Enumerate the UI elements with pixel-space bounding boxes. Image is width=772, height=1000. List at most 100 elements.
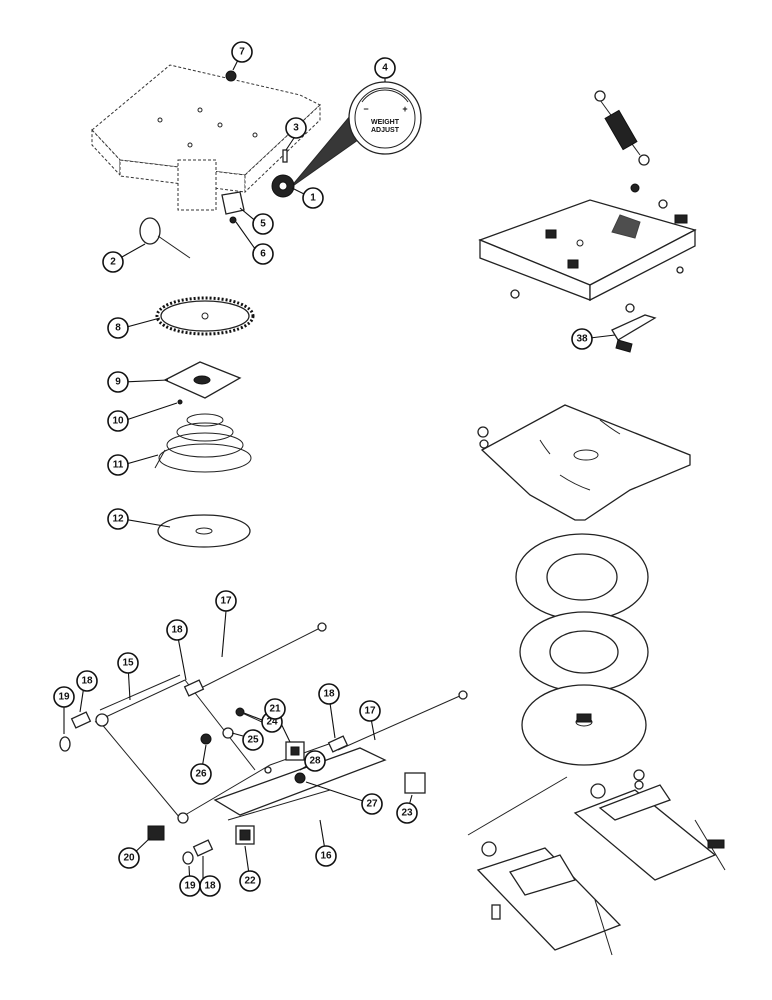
svg-text:11: 11 (113, 460, 124, 471)
callout-17-lower: 17 (359, 700, 381, 722)
adjust-knob-part-1 (271, 174, 295, 198)
svg-text:19: 19 (58, 692, 70, 703)
bushing-part-18-a (183, 679, 205, 697)
callout-1: 1 (302, 187, 324, 209)
block-part-21 (285, 741, 305, 761)
washer-part-19-b (182, 851, 194, 865)
callout-15: 15 (117, 652, 139, 674)
scissor-frame-part-15 (94, 674, 341, 824)
callout-21: 21 (264, 698, 286, 720)
small-part-28 (264, 766, 272, 774)
svg-text:2: 2 (110, 257, 116, 268)
svg-text:28: 28 (309, 756, 321, 767)
callout-6: 6 (252, 243, 274, 265)
callout-18-c: 18 (318, 683, 340, 705)
nut-part-7 (225, 70, 237, 82)
svg-text:21: 21 (269, 704, 281, 715)
bushing-part-18-b (70, 711, 92, 729)
slide-rail-upper (573, 769, 726, 881)
swivel-plate (477, 404, 691, 521)
block-part-20 (147, 825, 165, 841)
bushing-part-18-c (327, 735, 349, 753)
bracket-part-5 (221, 191, 245, 215)
base-disc (521, 684, 647, 766)
callout-4: 4 (374, 57, 396, 79)
callout-18-d: 18 (199, 875, 221, 897)
callout-2: 2 (102, 251, 124, 273)
svg-text:25: 25 (247, 735, 259, 746)
sprocket-part-8 (155, 296, 255, 336)
screw-part-6 (229, 216, 237, 224)
svg-text:16: 16 (320, 851, 332, 862)
callout-12: 12 (107, 508, 129, 530)
svg-text:12: 12 (112, 514, 124, 525)
bearing-ring-lower (519, 611, 649, 693)
callout-23: 23 (396, 802, 418, 824)
callout-18-a: 18 (166, 619, 188, 641)
gauge-minus-sign: − (363, 104, 368, 114)
svg-text:6: 6 (260, 249, 266, 260)
svg-text:27: 27 (366, 799, 378, 810)
screw-part-24 (235, 707, 263, 723)
disc-part-12 (157, 514, 251, 548)
svg-text:17: 17 (220, 596, 232, 607)
callout-16: 16 (315, 845, 337, 867)
svg-text:3: 3 (293, 123, 299, 134)
svg-text:18: 18 (171, 625, 183, 636)
callout-38: 38 (571, 328, 593, 350)
svg-text:38: 38 (576, 334, 588, 345)
rod-part-17-lower (337, 690, 468, 751)
callout-17-upper: 17 (215, 590, 237, 612)
rod-part-17-upper (196, 622, 327, 691)
gauge-label-line1: WEIGHT (371, 119, 400, 126)
bolt-part-2 (139, 217, 191, 259)
svg-text:7: 7 (239, 47, 245, 58)
callout-19-b: 19 (179, 875, 201, 897)
callout-22: 22 (239, 870, 261, 892)
callout-20: 20 (118, 847, 140, 869)
callout-9: 9 (107, 371, 129, 393)
svg-text:18: 18 (81, 676, 93, 687)
latch-part-38 (611, 303, 657, 353)
weight-adjust-gauge: − + WEIGHT ADJUST (289, 81, 422, 189)
spring-plate-part-9 (163, 361, 242, 399)
block-part-23 (404, 772, 426, 794)
svg-text:18: 18 (204, 881, 216, 892)
callout-7: 7 (231, 41, 253, 63)
callout-8: 8 (107, 317, 129, 339)
callout-27: 27 (361, 793, 383, 815)
washer-part-25 (222, 727, 234, 739)
svg-text:20: 20 (123, 853, 135, 864)
svg-text:4: 4 (382, 63, 388, 74)
block-part-22 (235, 825, 255, 845)
lower-arm-part-16 (213, 747, 387, 821)
svg-text:26: 26 (195, 769, 207, 780)
washer-part-19-a (59, 736, 71, 752)
bushing-part-18-d (192, 839, 214, 857)
svg-text:17: 17 (364, 706, 376, 717)
svg-text:1: 1 (310, 193, 316, 204)
svg-text:9: 9 (115, 377, 121, 388)
svg-text:24: 24 (266, 717, 278, 728)
gauge-plus-sign: + (402, 104, 407, 114)
svg-text:10: 10 (112, 416, 124, 427)
callout-18-b: 18 (76, 670, 98, 692)
callout-26: 26 (190, 763, 212, 785)
callout-5: 5 (252, 213, 274, 235)
svg-text:22: 22 (244, 876, 256, 887)
nut-part-26 (200, 733, 212, 745)
callout-3: 3 (285, 117, 307, 139)
callout-11: 11 (107, 454, 129, 476)
upper-seat-frame (478, 183, 697, 302)
svg-text:23: 23 (401, 808, 413, 819)
slide-rail-rod (467, 776, 568, 836)
small-part-10 (177, 399, 183, 405)
svg-text:5: 5 (260, 219, 266, 230)
callout-28: 28 (304, 750, 326, 772)
pin-part-3 (282, 149, 288, 163)
callout-25: 25 (242, 729, 264, 751)
gauge-label-line2: ADJUST (371, 127, 400, 134)
callout-10: 10 (107, 410, 129, 432)
svg-text:8: 8 (115, 323, 121, 334)
coil-spring-part-11 (154, 413, 252, 473)
